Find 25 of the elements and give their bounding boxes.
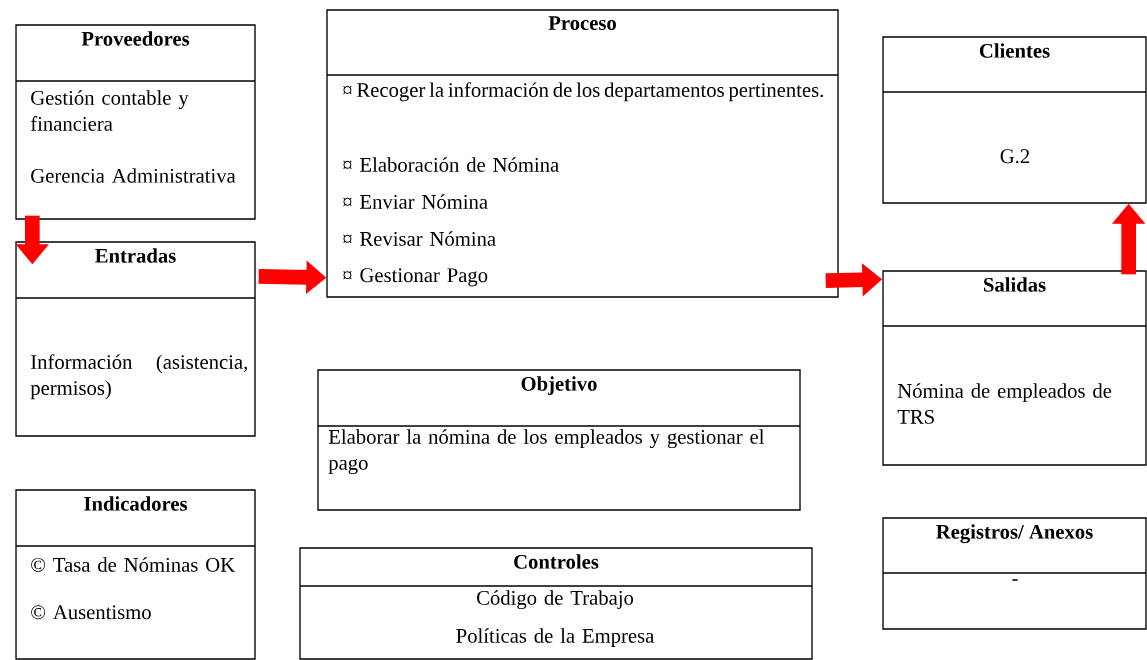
box-text: ¤ Elaboración de Nómina [343, 157, 559, 172]
box-text: Gerencia Administrativa [31, 168, 236, 183]
box-heading: Objetivo [521, 376, 597, 395]
box-heading: Proceso [548, 16, 616, 30]
box-heading: Proveedores [81, 31, 190, 46]
box-heading: Registros/ Anexos [936, 524, 1093, 544]
box-heading: Entradas [95, 248, 176, 263]
box-text: Gestión contable y financiera [30, 90, 189, 131]
box-text: Código de Trabajo [477, 590, 634, 610]
box-text: G.2 [1000, 149, 1030, 164]
box-text: Elaborar la nómina de los empleados y gestionar el pago [328, 429, 765, 475]
box-heading: Indicadores [84, 496, 188, 511]
box-text: ¤ Recoger la información de los departamentos pertinentes. [343, 82, 823, 102]
box-text: ¤ Enviar Nómina [343, 194, 488, 209]
box-text: ¤ Gestionar Pago [343, 268, 488, 287]
box-text: Políticas de la Empresa [456, 628, 654, 647]
box-heading: Controles [514, 554, 599, 569]
box-text: © Ausentismo [31, 605, 151, 620]
box-text: ¤ Revisar Nómina [343, 231, 496, 246]
box-text: Nómina de empleados de TRS [897, 383, 1112, 424]
box-text: © Tasa de Nóminas OK [31, 557, 235, 572]
box-heading: Salidas [984, 277, 1046, 292]
box-heading: Clientes [979, 43, 1050, 58]
box-text: Información (asistencia, permisos) [30, 354, 247, 400]
box-text: - [1012, 579, 1018, 581]
